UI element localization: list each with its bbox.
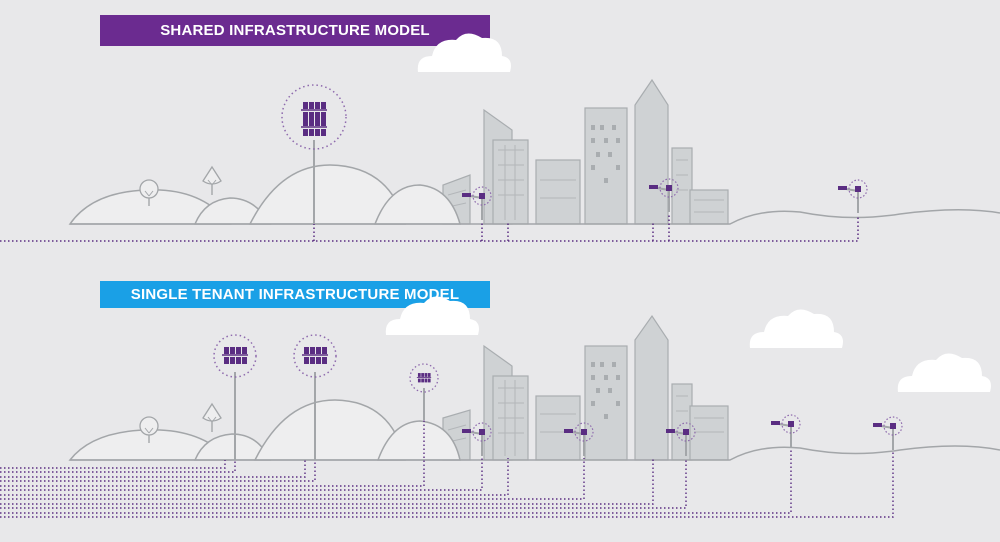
hills (68, 399, 461, 461)
hills (68, 164, 461, 225)
cell-tower-a (213, 334, 257, 460)
cloud-icon (417, 33, 511, 72)
cell-tower-b (293, 334, 337, 460)
fiber-lines (0, 214, 859, 242)
small-cell-icon (770, 414, 801, 449)
tree-icon (202, 403, 222, 433)
tree-icon (202, 166, 222, 196)
antenna-icon (221, 345, 249, 367)
building-windows (447, 145, 724, 220)
antenna-icon (300, 100, 328, 122)
building-windows-dots (591, 362, 620, 419)
shared-model-title: SHARED INFRASTRUCTURE MODEL (100, 15, 490, 46)
ground-line (70, 445, 1000, 461)
small-cell-icon (837, 179, 868, 214)
cloud-icon (897, 353, 991, 392)
cloud-icon (385, 296, 479, 335)
building-windows-dots (591, 125, 620, 183)
cell-tower-c (409, 363, 439, 420)
ground-line (70, 208, 1000, 225)
cloud-icon (749, 309, 843, 348)
single-tenant-model-title: SINGLE TENANT INFRASTRUCTURE MODEL (100, 281, 490, 308)
cell-tower-shared (281, 84, 347, 224)
fiber-lines (0, 420, 894, 518)
antenna-icon (300, 117, 328, 139)
small-cell-icon (872, 416, 903, 451)
antenna-icon (416, 372, 432, 384)
antenna-icon (301, 345, 329, 367)
city-buildings (442, 78, 729, 225)
